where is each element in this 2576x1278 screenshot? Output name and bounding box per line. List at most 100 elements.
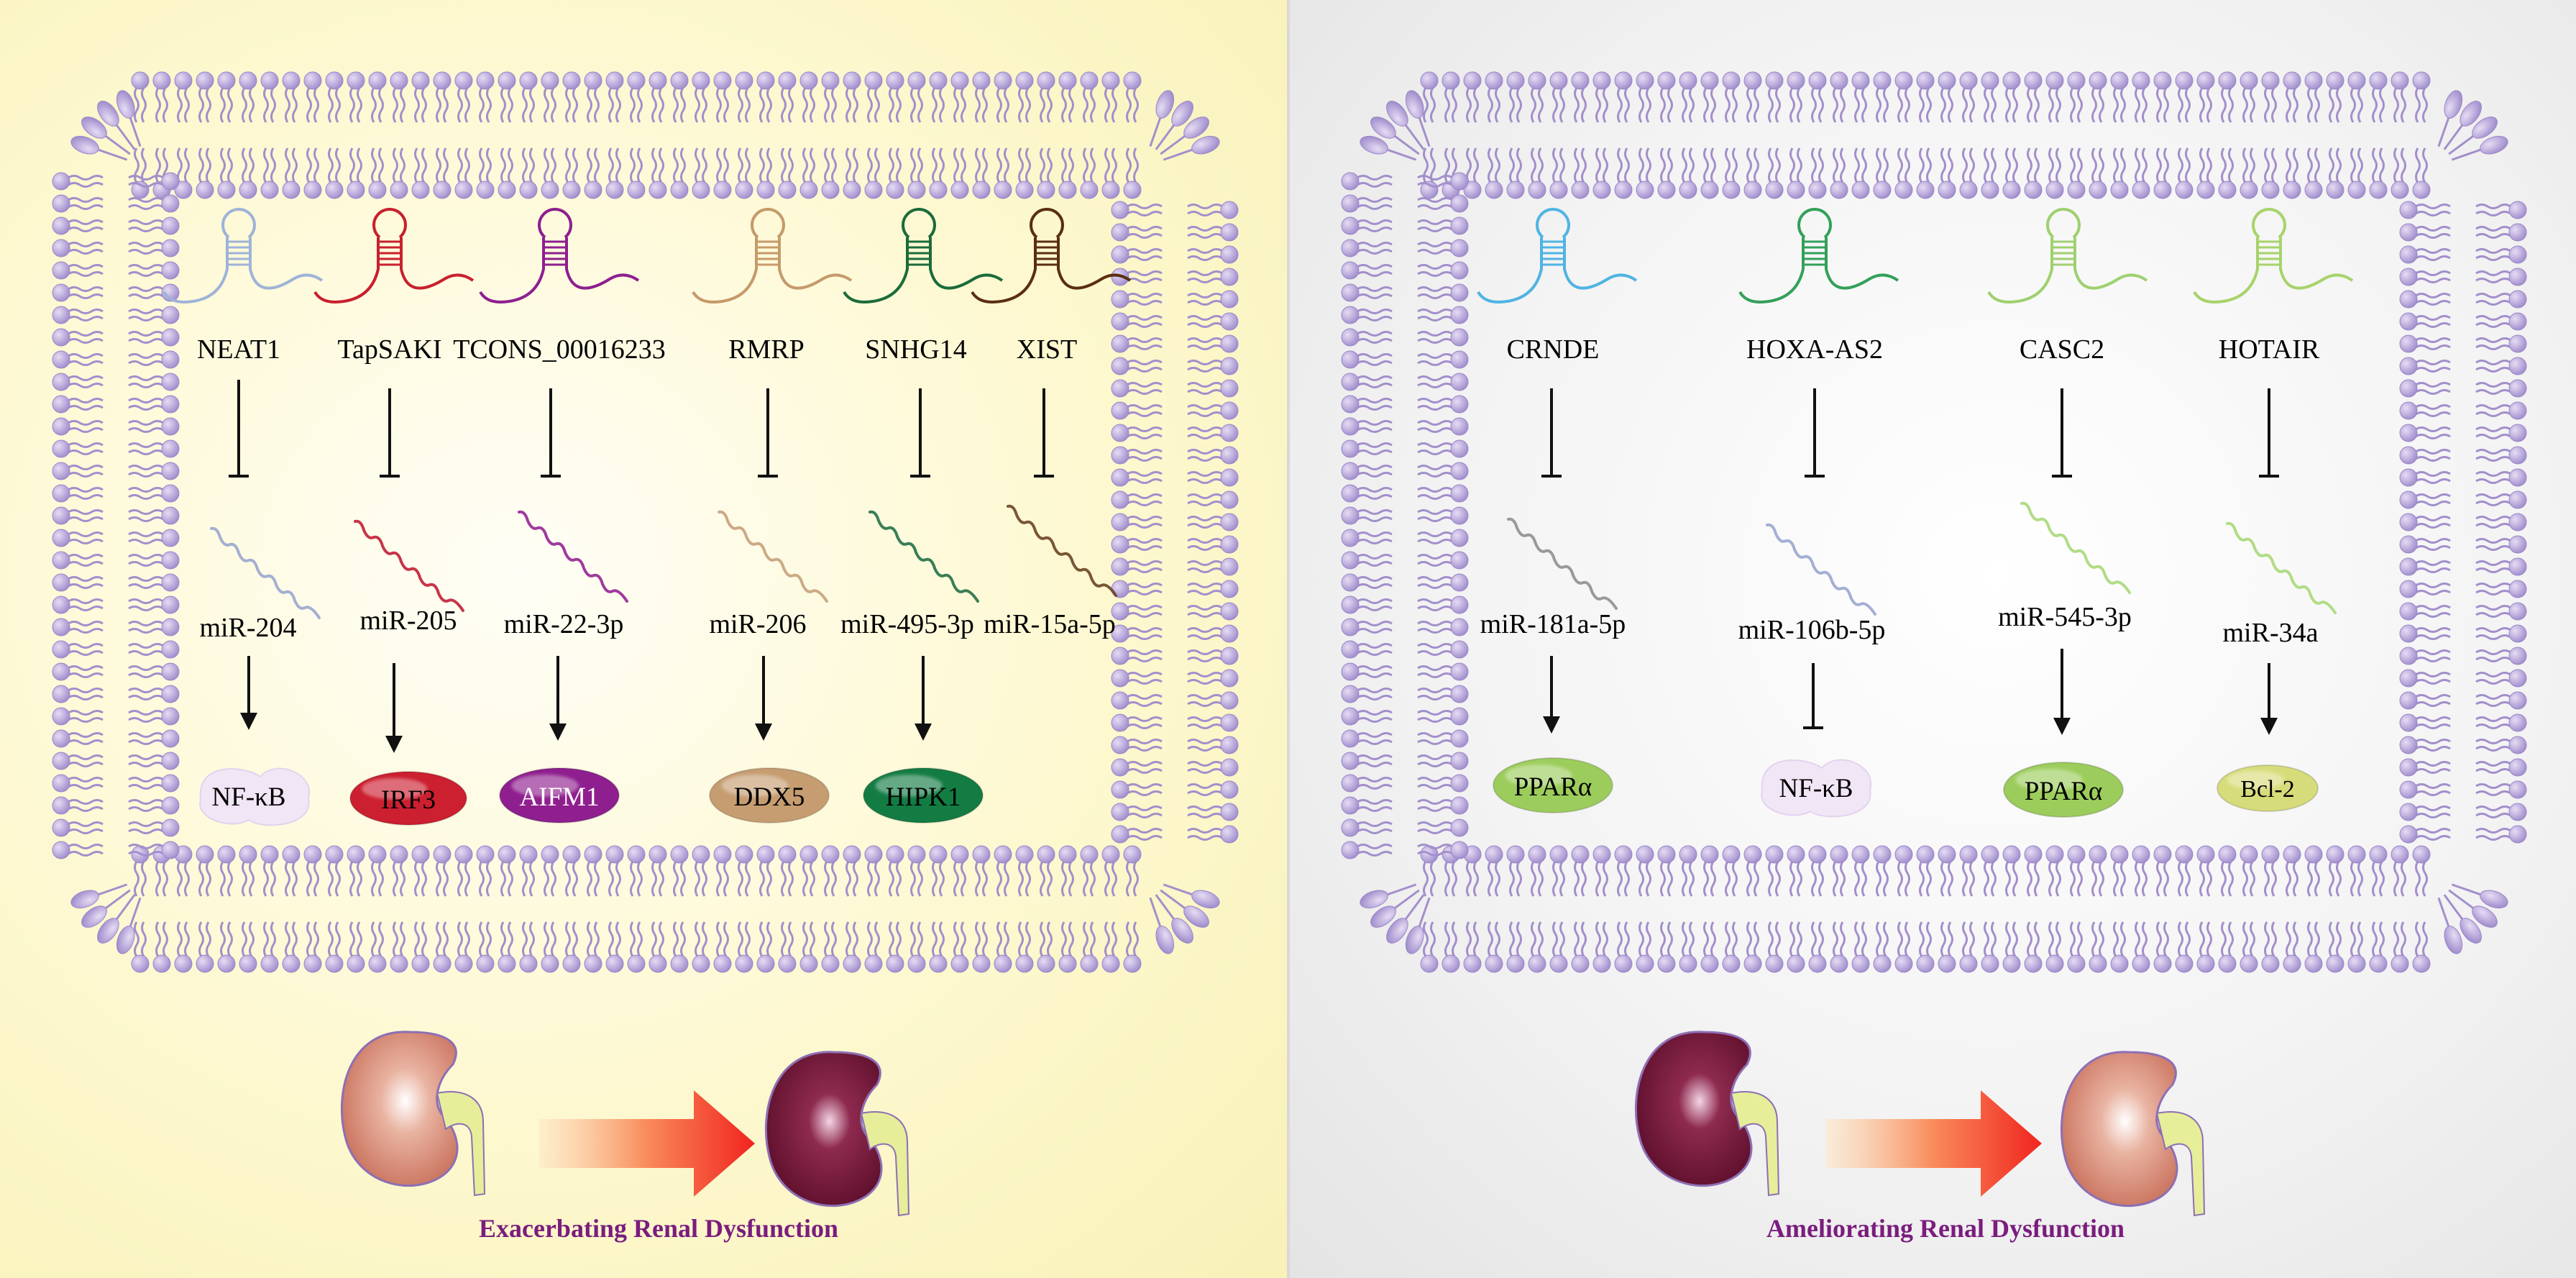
lipid-head [433, 181, 452, 199]
hairpin-loop [372, 208, 407, 239]
lipid-tail [68, 643, 104, 649]
lipid-tail [1581, 87, 1587, 123]
lipid-head [994, 845, 1012, 864]
lipid-head [161, 395, 180, 414]
lipid-tail [1768, 147, 1774, 183]
lipid-head [1450, 239, 1469, 257]
lipid-head [2110, 71, 2129, 90]
lipid-tail [68, 821, 104, 827]
lipid-tail [1667, 87, 1673, 123]
lipid-head [1037, 181, 1055, 199]
lipid-head [2067, 71, 2086, 90]
lipid-tail [1710, 147, 1716, 183]
lipid-tail [2415, 835, 2451, 841]
lipid-head [2508, 580, 2527, 598]
lipid-head [70, 135, 99, 155]
mirna-label: miR-204 [199, 613, 296, 643]
lipid-tail [2250, 861, 2255, 897]
lipid-head [1450, 796, 1469, 815]
lipid-tail [1444, 147, 1450, 183]
lipid-tail [2142, 921, 2148, 957]
lipid-tail [128, 762, 164, 767]
lipid-tail [2415, 278, 2451, 283]
lipid-tail [1854, 87, 1860, 123]
lipid-tail [1083, 87, 1088, 123]
lipid-tail [2156, 87, 2162, 123]
lipid-head [2508, 557, 2527, 576]
lipid-tail [1357, 598, 1393, 604]
lipid-tail [128, 375, 164, 381]
lipid-tail [1417, 583, 1453, 589]
lipid-head [1851, 845, 1870, 864]
lipid-tail [2185, 87, 2191, 123]
lipid-tail [608, 87, 614, 123]
lipid-head [2412, 71, 2431, 90]
lipid-tail [128, 264, 164, 270]
lipid-head [498, 845, 516, 864]
lipid-tail [2163, 861, 2169, 897]
lipid-tail [2372, 861, 2378, 897]
lipid-head [476, 845, 495, 864]
lipid-tail [68, 316, 104, 321]
lipid-tail [1187, 835, 1223, 841]
lipid-head [1657, 954, 1676, 973]
lipid-tail [2475, 672, 2511, 677]
lipid-tail [1187, 493, 1223, 499]
lncrna-hairpin-icon [843, 208, 1004, 304]
lipid-tail [1357, 710, 1393, 716]
lipid-head [217, 181, 236, 199]
mirna-label: miR-206 [709, 609, 806, 639]
lipid-tail [2422, 147, 2428, 183]
lipid-head [161, 752, 180, 770]
lipid-tail [1797, 921, 1802, 957]
lipid-tail [357, 87, 362, 123]
lipid-head [2110, 845, 2129, 864]
lipid-tail [1357, 494, 1393, 500]
lipid-tail [2415, 471, 2451, 477]
lipid-head [2460, 918, 2482, 944]
lipid-tail [242, 861, 247, 897]
lipid-tail [1357, 472, 1393, 478]
lipid-head [1220, 201, 1239, 219]
lipid-tail [2475, 211, 2511, 216]
lipid-tail [2055, 921, 2061, 957]
lipid-tail [1516, 861, 1522, 897]
lipid-head [1220, 803, 1239, 821]
lipid-tail [932, 861, 938, 897]
hairpin-loop [2046, 208, 2081, 239]
lipid-tail [1357, 688, 1393, 693]
lipid-head [1463, 954, 1482, 973]
lipid-tail [1948, 861, 1953, 897]
hairpin-loop [2252, 208, 2286, 239]
lipid-tail [414, 87, 420, 123]
lipid-head [2153, 954, 2172, 973]
lipid-head [2508, 424, 2527, 442]
lipid-head [1679, 71, 1697, 90]
lipid-head [1592, 845, 1611, 864]
lipid-head [2391, 954, 2409, 973]
lipid-tail [2264, 147, 2270, 183]
lipid-head [1894, 845, 1913, 864]
lipid-tail [1004, 87, 1009, 123]
lipid-head [282, 181, 301, 199]
lipid-head [886, 954, 904, 973]
lipid-tail [1127, 523, 1163, 529]
lipid-tail [68, 353, 104, 359]
lipid-tail [2415, 516, 2451, 521]
mirna-label: miR-545-3p [1998, 602, 2132, 632]
lipid-head [886, 845, 904, 864]
lipid-tail [1417, 316, 1453, 321]
lipid-tail [1746, 861, 1752, 897]
lipid-head [2508, 401, 2527, 420]
lipid-tail [68, 338, 104, 344]
lipid-tail [1876, 87, 1881, 123]
lipid-tail [2199, 861, 2205, 897]
lipid-tail [587, 147, 592, 183]
lipid-tail [975, 87, 981, 123]
lipid-tail [128, 219, 164, 225]
lipid-tail [781, 147, 787, 183]
lipid-head [1571, 71, 1590, 90]
lipid-tail [630, 921, 636, 957]
lipid-head [1636, 71, 1654, 90]
target-highlight [511, 775, 579, 797]
